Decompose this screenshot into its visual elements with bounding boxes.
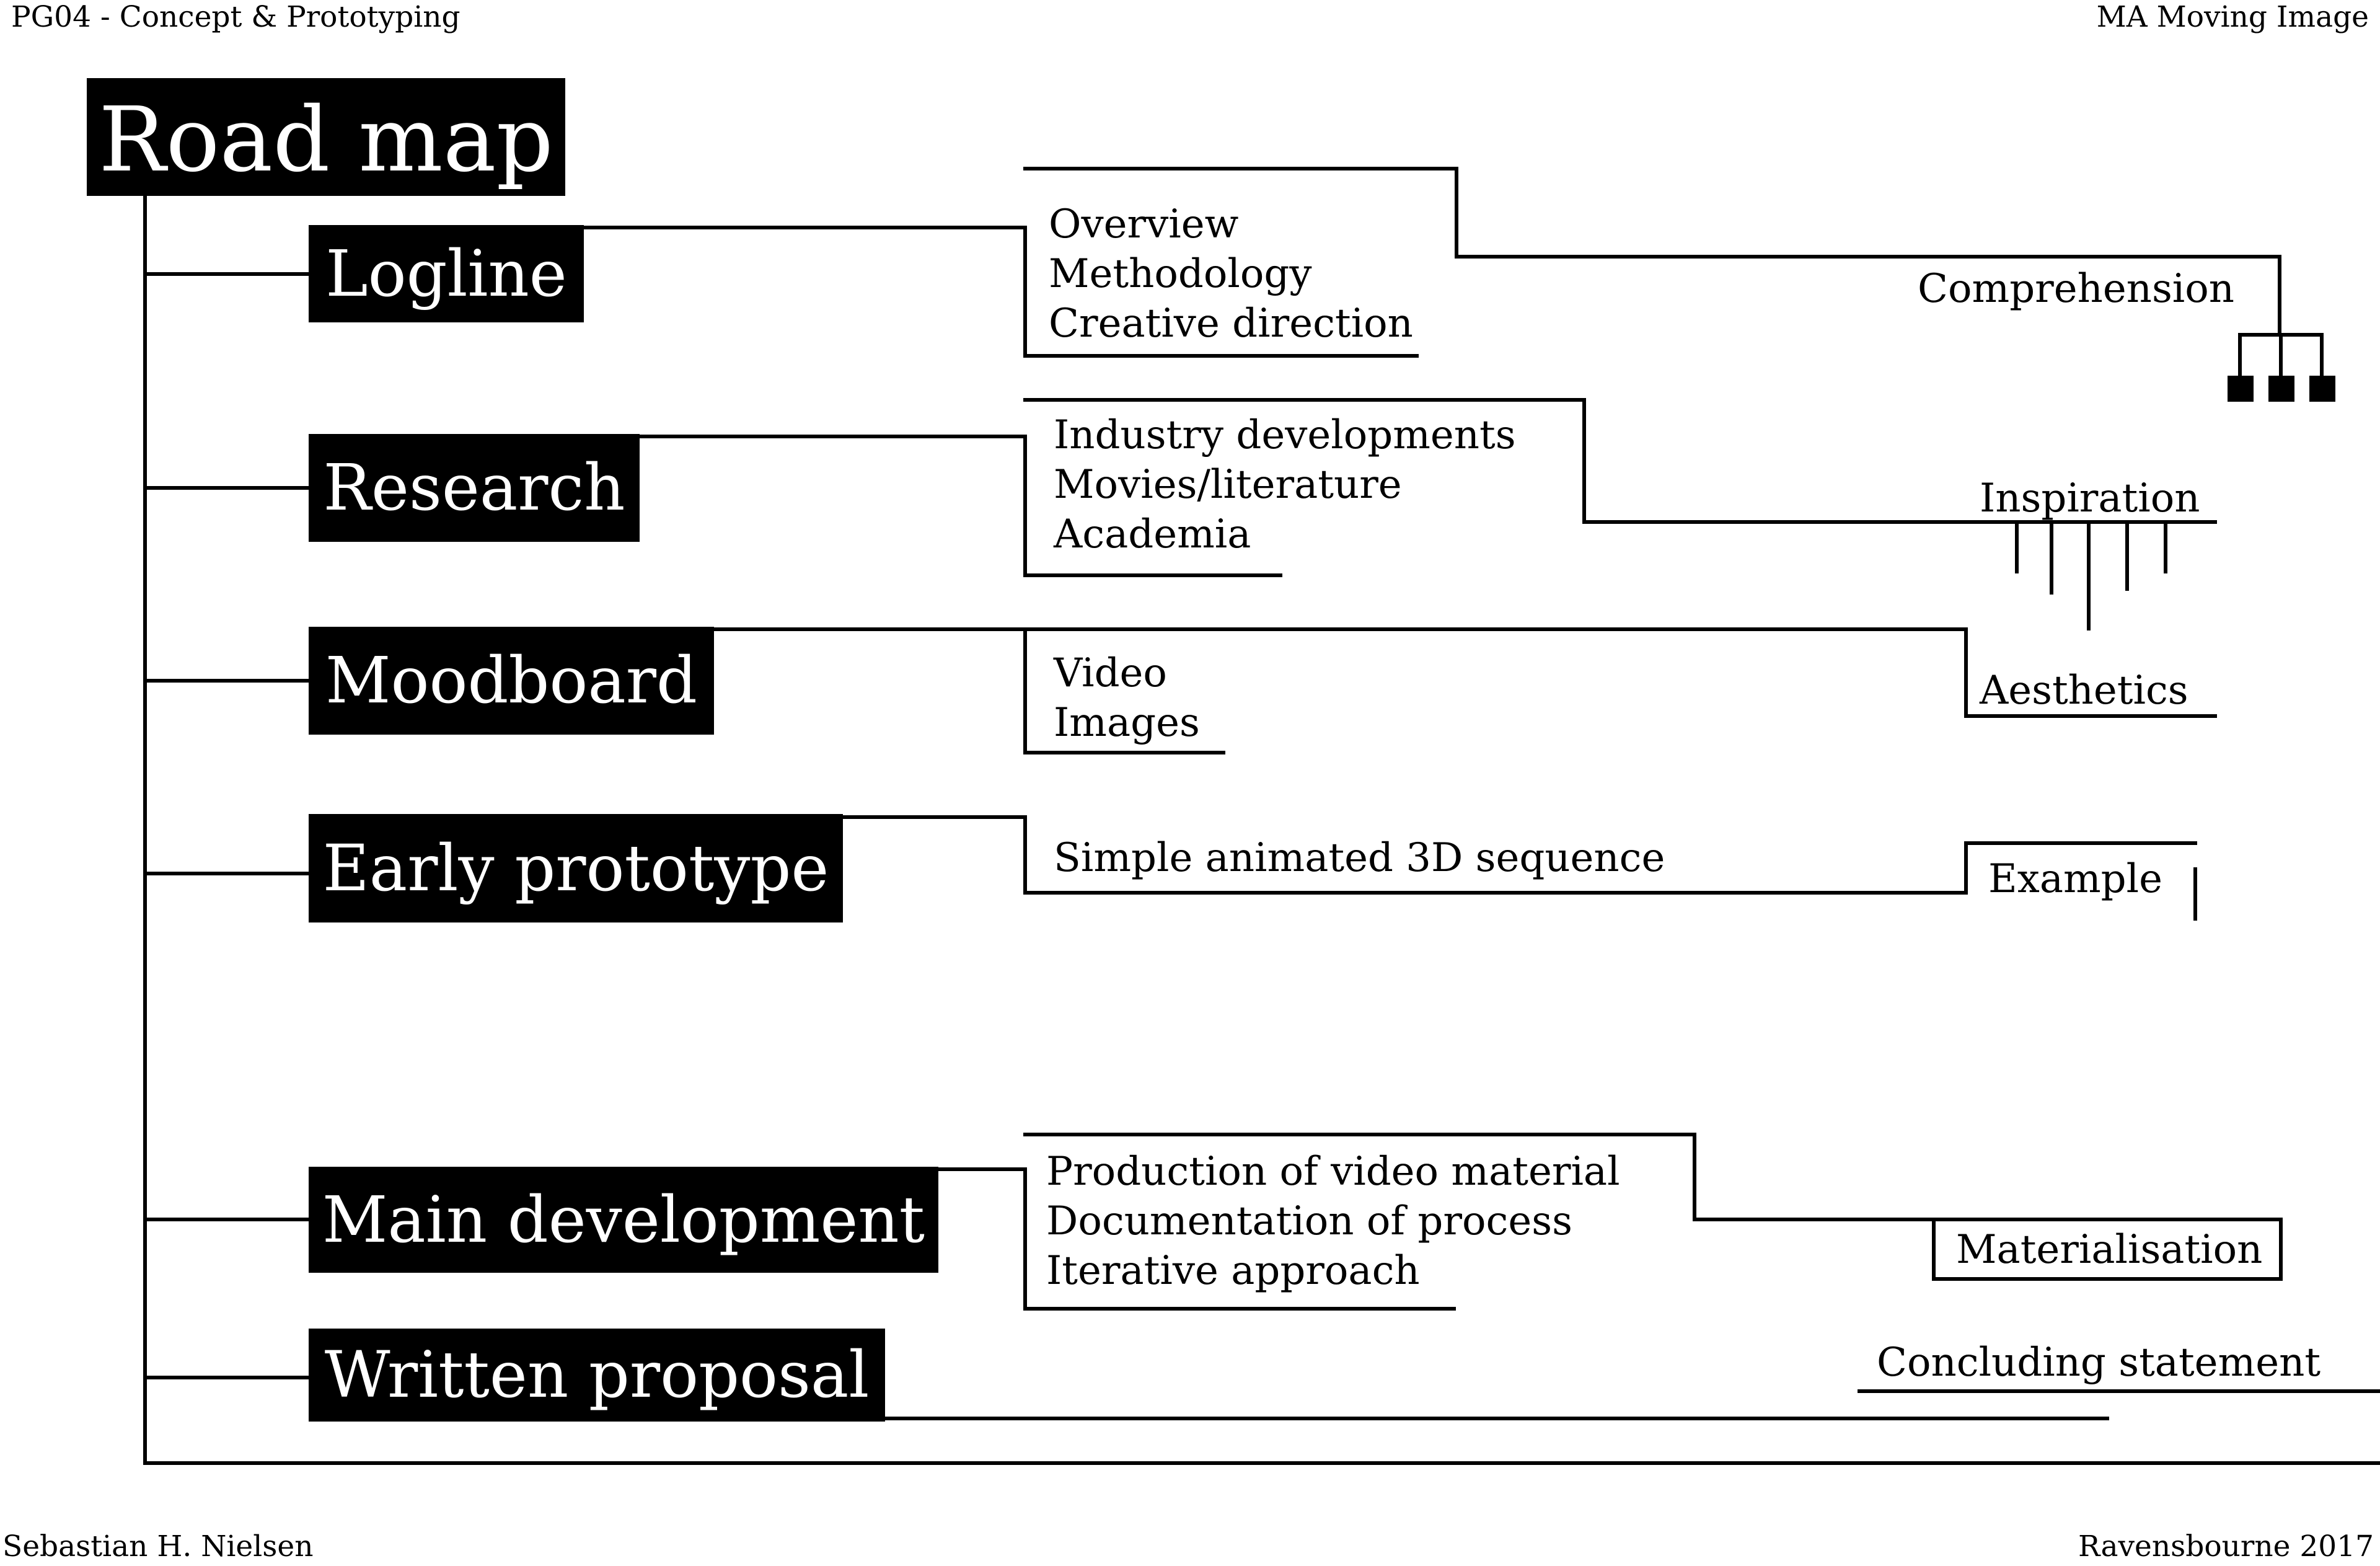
detail-item: Iterative approach [1046,1248,1420,1294]
main-bracket [1023,1133,2283,1281]
footer-institution: Ravensbourne 2017 [2078,1529,2374,1564]
outcome-concluding-statement: Concluding statement [1877,1340,2321,1386]
stage-research: Research [309,434,640,542]
comprehension-square-3 [2309,376,2335,402]
main-spine-line [143,194,2380,1465]
stage-main-development: Main development [309,1167,938,1273]
main-connector [937,1167,1456,1311]
early-details: Simple animated 3D sequence [1054,833,1665,883]
logline-details: Overview Methodology Creative direction [1049,200,1413,348]
main-details: Production of video material Documentati… [1046,1147,1620,1296]
detail-item: Production of video material [1046,1149,1620,1195]
detail-item: Academia [1054,511,1251,557]
early-connector [841,815,2197,895]
page-title: Road map [87,78,565,196]
detail-item: Industry developments [1054,412,1516,458]
moodboard-details: Video Images [1054,648,1200,748]
detail-item: Images [1054,700,1200,746]
outcome-comprehension: Comprehension [1918,266,2234,312]
research-details: Industry developments Movies/literature … [1054,410,1516,559]
outcome-example: Example [1988,856,2162,902]
comprehension-square-2 [2268,376,2294,402]
detail-item: Simple animated 3D sequence [1054,835,1665,881]
detail-item: Creative direction [1049,301,1413,347]
header-program: MA Moving Image [2096,0,2369,34]
comprehension-square-1 [2228,376,2254,402]
moodboard-bracket [1023,627,1225,754]
logline-bracket [1023,167,2281,337]
detail-item: Methodology [1049,251,1312,297]
detail-item: Overview [1049,201,1239,247]
stage-moodboard: Moodboard [309,627,714,735]
detail-item: Video [1054,650,1167,696]
outcome-inspiration: Inspiration [1980,476,2200,521]
header-course-title: PG04 - Concept & Prototyping [11,0,461,34]
detail-item: Movies/literature [1054,462,1402,508]
research-bracket [1023,398,2217,524]
outcome-aesthetics: Aesthetics [1980,668,2188,714]
stage-written-proposal: Written proposal [309,1329,885,1422]
detail-item: Documentation of process [1046,1198,1572,1244]
stage-early-prototype: Early prototype [309,814,843,922]
stage-logline: Logline [309,225,584,322]
research-connector [638,435,1282,577]
logline-connector [582,226,1419,358]
inspiration-ticks [2015,520,2167,630]
outcome-materialisation: Materialisation [1956,1227,2263,1273]
footer-author: Sebastian H. Nielsen [2,1529,314,1564]
moodboard-connector [712,627,2217,718]
